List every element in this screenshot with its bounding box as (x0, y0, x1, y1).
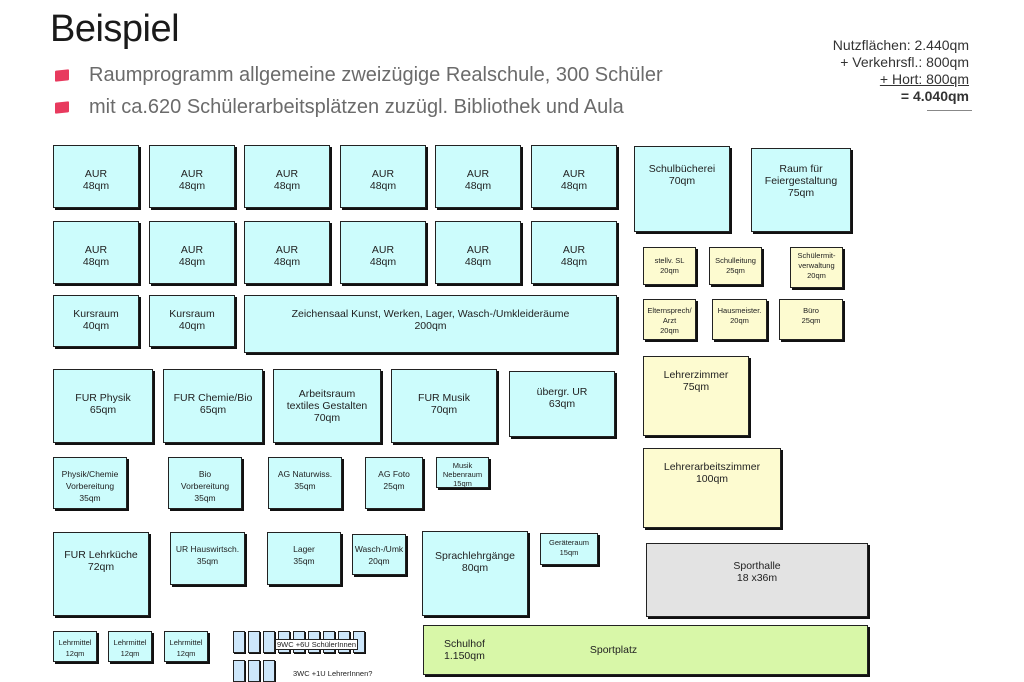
room-ag-naturwiss: AG Naturwiss.35qm (268, 457, 342, 509)
wc-cubicle (263, 631, 275, 653)
summary-total-area: = 4.040qm (900, 88, 969, 104)
bullet-square-icon (55, 101, 69, 114)
sportplatz-label: Sportplatz (589, 644, 638, 656)
wc-cubicle (233, 660, 245, 682)
room-zeichensaal: Zeichensaal Kunst, Werken, Lager, Wasch-… (244, 295, 617, 353)
summary-usable-area: Nutzflächen: 2.440qm (832, 37, 969, 53)
room-hausmeister: Hausmeister.20qm (712, 299, 767, 340)
wc-cubicle (248, 631, 260, 653)
wc-pupils-label: 9WC +6U SchülerInnen (275, 639, 358, 650)
summary-divider (927, 110, 972, 111)
summary-hort-area: + Hort: 800qm (879, 71, 969, 87)
bullet-text: Raumprogramm allgemeine zweizügige Reals… (89, 64, 663, 86)
page-title: Beispiel (50, 8, 180, 50)
wc-cubicle (248, 660, 260, 682)
wc-teachers-label: 3WC +1U LehrerInnen? (293, 669, 373, 678)
bullet-item: Raumprogramm allgemeine zweizügige Reals… (55, 64, 663, 87)
bullet-item: mit ca.620 Schülerarbeitsplätzen zuzügl.… (55, 96, 624, 119)
area-summary: Nutzflächen: 2.440qm + Verkehrsfl.: 800q… (833, 37, 969, 105)
wc-cubicle (263, 660, 275, 682)
summary-circulation-area: + Verkehrsfl.: 800qm (840, 54, 969, 70)
wc-cubicle (233, 631, 245, 653)
room-ur-hauswirtschaft: UR Hauswirtsch.35qm (170, 532, 245, 585)
bullet-text: mit ca.620 Schülerarbeitsplätzen zuzügl.… (89, 96, 624, 118)
bullet-square-icon (55, 69, 69, 82)
